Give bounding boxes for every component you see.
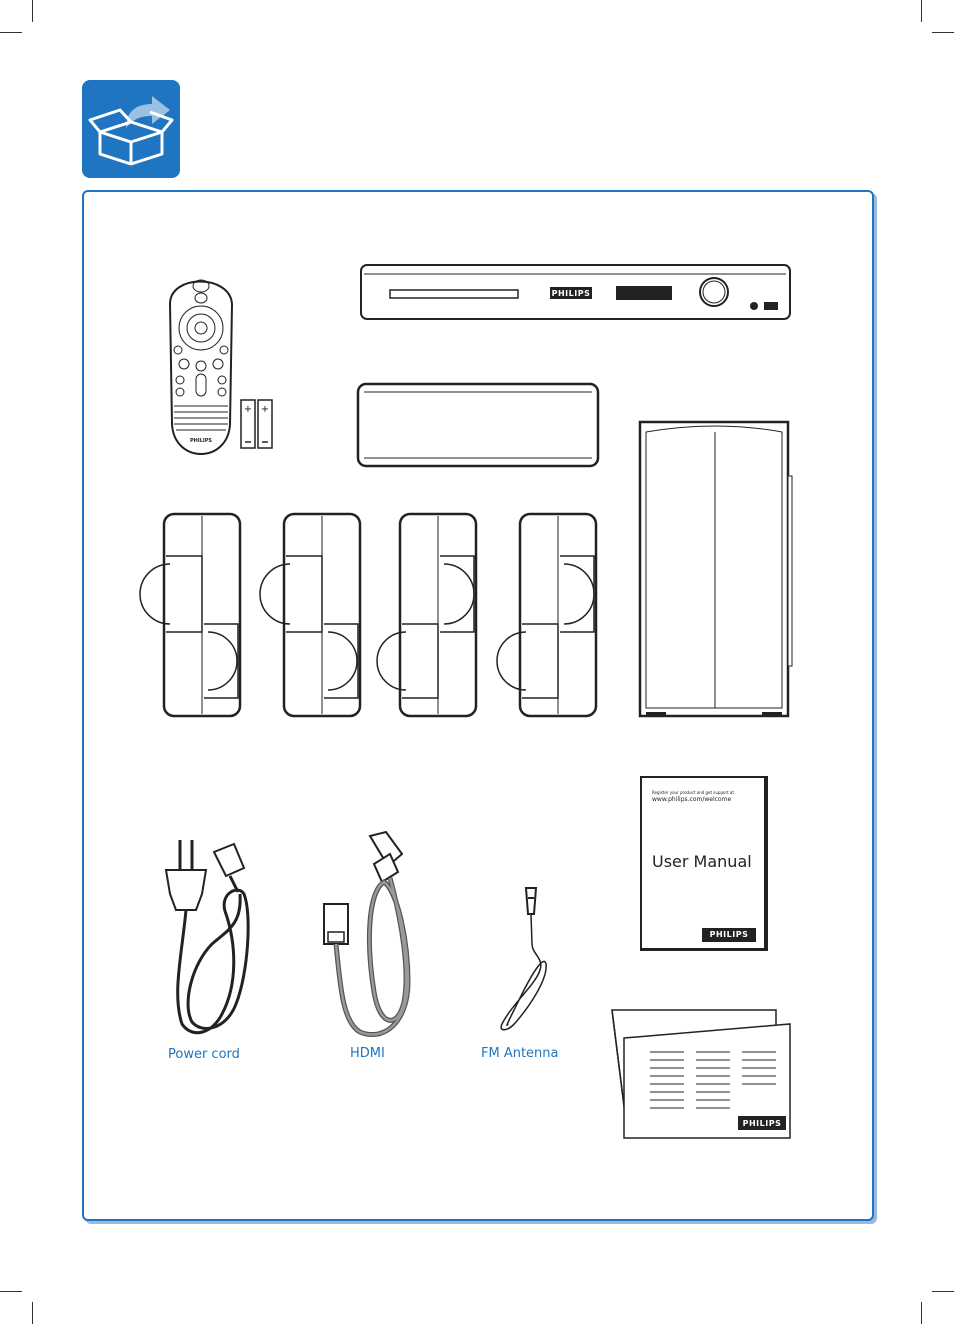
user-manual: Register your product and get support at… [640,776,768,951]
subwoofer [638,420,793,718]
user-manual-url: www.philips.com/welcome [652,796,732,803]
user-manual-title: User Manual [652,852,752,871]
hdmi-label: HDMI [350,1046,385,1061]
whats-in-the-box-badge [82,80,180,178]
satellite-speaker-rear-left [376,512,478,718]
fm-antenna-label: FM Antenna [481,1046,559,1061]
power-cord [164,840,250,1035]
quick-start-brand: PHILIPS [743,1119,782,1128]
crop-mark [0,32,22,33]
box-open-icon [88,96,174,166]
crop-mark [32,0,33,22]
crop-mark [921,0,922,22]
player-brand: PHILIPS [552,289,591,298]
crop-mark [921,1302,922,1324]
center-speaker [356,382,600,468]
user-manual-brand-block: PHILIPS [702,928,756,942]
batteries: + + [240,399,273,449]
crop-mark [932,32,954,33]
power-cord-label: Power cord [168,1047,240,1062]
remote-brand: PHILIPS [190,438,212,444]
hdmi-cable [323,830,411,1037]
satellite-speaker-rear-right [496,512,598,718]
satellite-speaker-front-left [139,512,242,718]
user-manual-brand: PHILIPS [709,930,749,939]
remote-control: PHILIPS [168,279,234,455]
user-manual-small-text: Register your product and get support at [652,790,734,795]
fm-antenna [500,887,547,1031]
crop-mark [32,1302,33,1324]
svg-text:+: + [244,404,252,415]
main-unit: PHILIPS [360,264,791,320]
satellite-speaker-front-right [259,512,362,718]
quick-start-guide: PHILIPS [611,1009,791,1139]
crop-mark [0,1291,22,1292]
crop-mark [932,1291,954,1292]
svg-text:+: + [261,404,269,415]
